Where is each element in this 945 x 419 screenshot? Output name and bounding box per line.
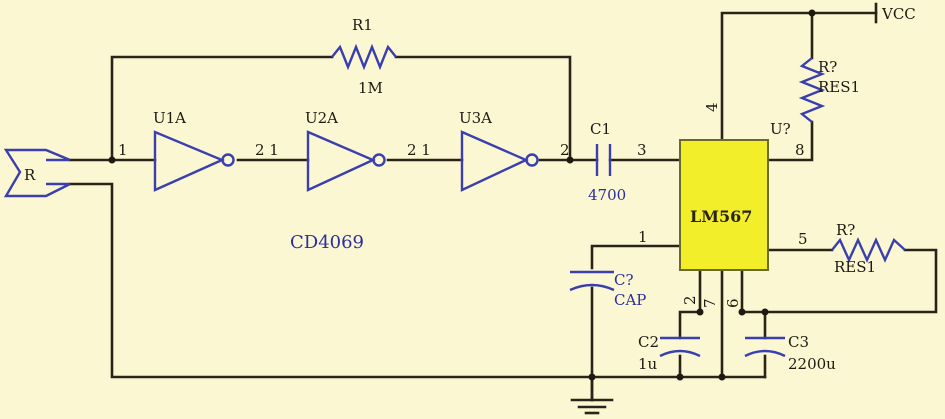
u1-in-pin: 1 <box>118 141 128 159</box>
ic-pin5-label: 5 <box>798 230 808 248</box>
ic-pin8-label: 8 <box>795 141 805 159</box>
vcc-terminal: VCC <box>874 2 916 24</box>
inverter-u2: U2A 2 1 <box>255 109 386 192</box>
ic-ref-label: U? <box>770 120 791 138</box>
inverter-u2-body <box>306 130 376 192</box>
rtop-name-label: R? <box>818 58 837 76</box>
rtop-to-pin8-wire <box>766 120 814 162</box>
ic-pin4-label: 4 <box>703 102 721 112</box>
r1-name-label: R1 <box>352 16 373 34</box>
junction-dot <box>696 308 704 316</box>
rmid-name-label: R? <box>836 221 855 239</box>
junction-dot <box>738 308 746 316</box>
junction-dot <box>566 156 574 164</box>
capacitor-c1: C1 4700 3 <box>588 120 647 204</box>
ic-pin3-label: 3 <box>637 141 647 159</box>
inverter-u3-bubble <box>525 153 539 167</box>
sensor-label: R <box>24 166 36 184</box>
capacitor-c3: C3 2200u <box>744 333 836 373</box>
c2-name-label: C2 <box>638 333 659 351</box>
vcc-label: VCC <box>881 5 916 23</box>
resistor-rmid: R? RES1 <box>831 221 906 276</box>
resistor-r1-zigzag <box>331 43 397 71</box>
vcc-wire <box>720 11 878 142</box>
ic-name-label: LM567 <box>690 207 752 226</box>
cleft-value-label: CAP <box>614 291 646 309</box>
inverter-u2-bubble <box>372 153 386 167</box>
inverter-u3-body <box>460 130 529 192</box>
ic-lm567: LM567 U? 4 8 1 5 2 7 6 <box>638 102 808 308</box>
sensor-ground-wire <box>68 182 767 379</box>
c2-top-wire <box>678 310 702 340</box>
capacitor-c2: C2 1u <box>638 333 701 373</box>
junction-dot <box>718 373 726 381</box>
rmid-value-label: RES1 <box>834 258 876 276</box>
ic-pin6-label: 6 <box>724 298 742 308</box>
r1-value-label: 1M <box>358 79 383 97</box>
sensor-outline <box>3 148 71 198</box>
ic-body <box>679 139 769 271</box>
junction-dot <box>108 156 116 164</box>
c1-value-label: 4700 <box>588 186 626 204</box>
junction-dot <box>588 373 596 381</box>
inverter-u1-body <box>153 130 226 192</box>
cleft-plate-bottom <box>569 283 615 292</box>
junction-dot <box>808 9 816 17</box>
feedback-wire <box>110 55 334 162</box>
c1-name-label: C1 <box>590 120 611 138</box>
resistor-rtop-zigzag <box>798 57 826 123</box>
inverter-u3: U3A 2 1 2 <box>407 109 570 192</box>
pin1-to-cap-wire <box>590 244 682 270</box>
ic-pin2-label: 2 <box>681 295 699 305</box>
c3-name-label: C3 <box>788 333 809 351</box>
resistor-rmid-zigzag <box>831 237 906 263</box>
c2-plate-bottom <box>659 349 701 358</box>
u2-u3-pins: 2 1 <box>407 141 431 159</box>
cleft-name-label: C? <box>614 271 634 289</box>
junction-dot <box>676 373 684 381</box>
c3-plate-bottom <box>744 349 786 358</box>
resistor-r1: R1 1M <box>331 16 397 97</box>
rtop-value-label: RES1 <box>818 78 860 96</box>
resistor-rtop: R? RES1 <box>798 57 860 123</box>
c3-value-label: 2200u <box>788 355 836 373</box>
feedback-wire-right <box>394 55 572 162</box>
u1-u2-pins: 2 1 <box>255 141 279 159</box>
ic-family-label: CD4069 <box>290 232 364 253</box>
c2-value-label: 1u <box>638 355 658 373</box>
ic-pin1-label: 1 <box>638 228 648 246</box>
wires <box>68 11 938 402</box>
u3-name-label: U3A <box>459 109 492 127</box>
ground-symbol <box>570 398 614 415</box>
sensor-symbol: R <box>3 148 71 198</box>
inverter-u1-bubble <box>221 153 235 167</box>
capacitor-cleft: C? CAP <box>569 270 646 309</box>
u3-out-pin: 2 <box>560 141 570 159</box>
junction-dot <box>761 308 769 316</box>
u1-name-label: U1A <box>153 109 186 127</box>
rmid-loop-wire <box>740 248 938 314</box>
inverter-u1: U1A 1 <box>118 109 235 192</box>
u2-name-label: U2A <box>305 109 338 127</box>
ic-pin7-label: 7 <box>701 298 719 308</box>
junctions <box>108 9 816 381</box>
